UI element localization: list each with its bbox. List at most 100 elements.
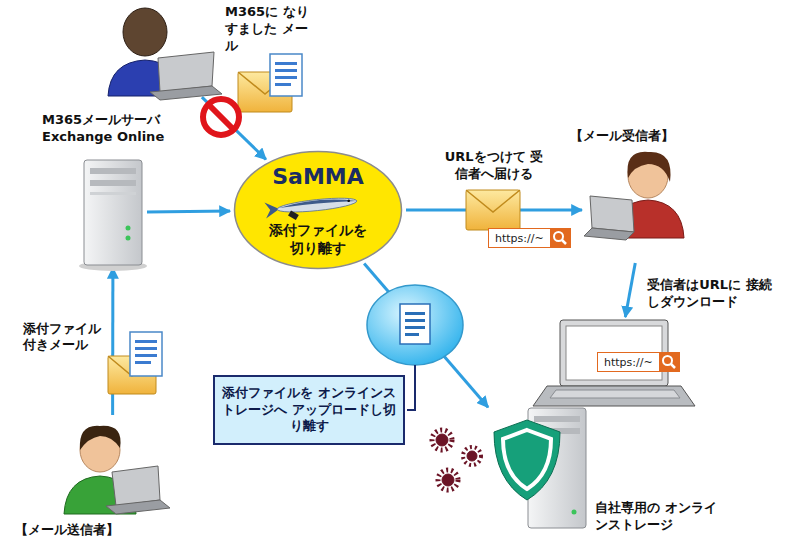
detached-file-bubble xyxy=(367,285,463,365)
spoof-mail-icon-part xyxy=(275,69,297,72)
detached-file-bubble-part xyxy=(405,312,425,315)
sender-node: 【メール送信者】 xyxy=(55,418,170,515)
edge-label: URLをつけて 受信者へ届ける xyxy=(437,148,551,184)
url-bar: https://~ xyxy=(597,352,680,372)
attacker-person-part xyxy=(158,52,214,92)
fish-belly xyxy=(277,195,358,214)
mail-server-icon-part xyxy=(90,180,136,186)
search-bg xyxy=(659,352,679,372)
samma-ellipse: SaMMA 添付ファイルを 切り離す xyxy=(233,150,403,270)
mail-server-icon xyxy=(79,160,147,271)
prohibited-sign-part xyxy=(208,104,234,130)
fish-eye xyxy=(347,199,350,202)
receiver-person-part xyxy=(584,228,634,240)
attacker-person-part xyxy=(150,86,222,100)
laptop-icon xyxy=(533,320,695,406)
attachment-mail-icon-part xyxy=(135,354,157,357)
virus-icons-part xyxy=(467,451,477,461)
edge-label: 添付ファイル 付きメール xyxy=(21,320,110,356)
callout-box: 添付ファイルを オンラインストレージへ アップロードし切り離す xyxy=(213,375,405,445)
storage-server-icon-part xyxy=(534,416,580,422)
laptop-node: https://~ xyxy=(533,320,700,410)
ellipse-content: SaMMA 添付ファイルを 切り離す xyxy=(233,150,403,270)
callout-text: 添付ファイルを オンラインストレージへ アップロードし切り離す xyxy=(220,385,398,436)
search-handle xyxy=(671,364,675,368)
detached-file-bubble-part xyxy=(405,319,425,322)
mail-server-icon-part xyxy=(90,168,136,174)
node-label: M365メールサーバ Exchange Online xyxy=(42,112,167,146)
receiver-person-part xyxy=(627,152,670,182)
ellipse-shape xyxy=(235,152,402,269)
search-icon xyxy=(550,228,570,248)
spoof-mail-icon-part xyxy=(275,62,297,65)
ellipse-text: 添付ファイルを 切り離す xyxy=(262,221,374,257)
shield-icon xyxy=(494,420,560,500)
fish-back xyxy=(279,196,357,209)
sender-person-part xyxy=(106,500,170,514)
spoof-mail-icon-part xyxy=(275,83,291,86)
edge-label: 受信者はURLに 接続しダウンロード xyxy=(645,276,774,312)
mail-server-icon-part xyxy=(90,192,136,195)
storage-server-icon-part xyxy=(572,510,577,515)
mail-server-icon-part xyxy=(84,160,142,265)
virus-icons-part xyxy=(432,430,452,450)
shield-icon-part xyxy=(503,430,551,489)
detached-file-bubble-part xyxy=(405,326,425,329)
mail-server-icon-part xyxy=(126,236,131,241)
receiver-person xyxy=(584,152,684,240)
sender-person xyxy=(64,426,170,514)
virus-icons-part xyxy=(442,474,454,486)
prohibited-sign xyxy=(203,99,239,135)
spoof-mail-icon-part xyxy=(275,76,297,79)
sender-person-part xyxy=(80,426,121,450)
receiver-node: 【メール受信者】 xyxy=(585,160,705,260)
url-text: https://~ xyxy=(489,232,550,245)
attacker-person xyxy=(108,8,222,100)
search-glass xyxy=(663,356,672,365)
attachment-mail-icon-part xyxy=(135,347,157,350)
fish-tag xyxy=(288,210,299,220)
detached-file-bubble-part xyxy=(400,304,430,344)
virus-icons-part xyxy=(438,470,458,490)
saury-fish xyxy=(264,193,357,219)
shield-icon-part xyxy=(494,420,560,500)
url-mail-icon xyxy=(466,190,520,230)
virus-icons-part xyxy=(436,434,448,446)
attacker-person-part xyxy=(123,8,167,56)
receiver-person-part xyxy=(590,196,634,232)
detached-file-bubble-part xyxy=(405,333,419,336)
storage-node: 自社専用の オンラインストレージ xyxy=(490,405,590,530)
url-mail-icon-part xyxy=(466,190,520,212)
product-name: SaMMA xyxy=(272,163,364,192)
laptop-icon-part xyxy=(533,386,695,406)
node-label: 【メール送信者】 xyxy=(15,522,119,539)
prohibited-sign-part xyxy=(203,99,239,135)
search-glass xyxy=(554,232,563,241)
mail-server-node: M365メールサーバ Exchange Online xyxy=(82,160,144,265)
callout-leader xyxy=(407,365,415,410)
spoof-mail-icon-part xyxy=(270,54,302,96)
flow-arrow xyxy=(147,211,230,212)
url-bar: https://~ xyxy=(488,228,571,248)
search-handle xyxy=(562,240,566,244)
url-text: https://~ xyxy=(598,356,659,369)
attachment-mail-icon-part xyxy=(135,340,157,343)
attachment-mail-icon-part xyxy=(135,361,151,364)
attachment-mail-icon xyxy=(108,332,162,394)
search-bg xyxy=(550,228,570,248)
node-label: 【メール受信者】 xyxy=(570,128,674,145)
node-label: M365に なりすました メール xyxy=(225,4,310,55)
search-icon xyxy=(659,352,679,372)
flow-arrow xyxy=(625,263,635,317)
sender-person-part xyxy=(112,466,160,506)
mail-server-icon-part xyxy=(126,226,131,231)
detached-file-bubble-part xyxy=(367,285,463,365)
virus-icons xyxy=(432,430,481,490)
laptop-icon-part xyxy=(550,390,680,398)
virus-icons-part xyxy=(463,447,481,465)
node-label: 自社専用の オンラインストレージ xyxy=(595,500,725,534)
spoof-mail-icon xyxy=(238,54,302,112)
attachment-mail-icon-part xyxy=(130,332,162,376)
attacker-node: M365に なりすました メール xyxy=(95,8,215,95)
